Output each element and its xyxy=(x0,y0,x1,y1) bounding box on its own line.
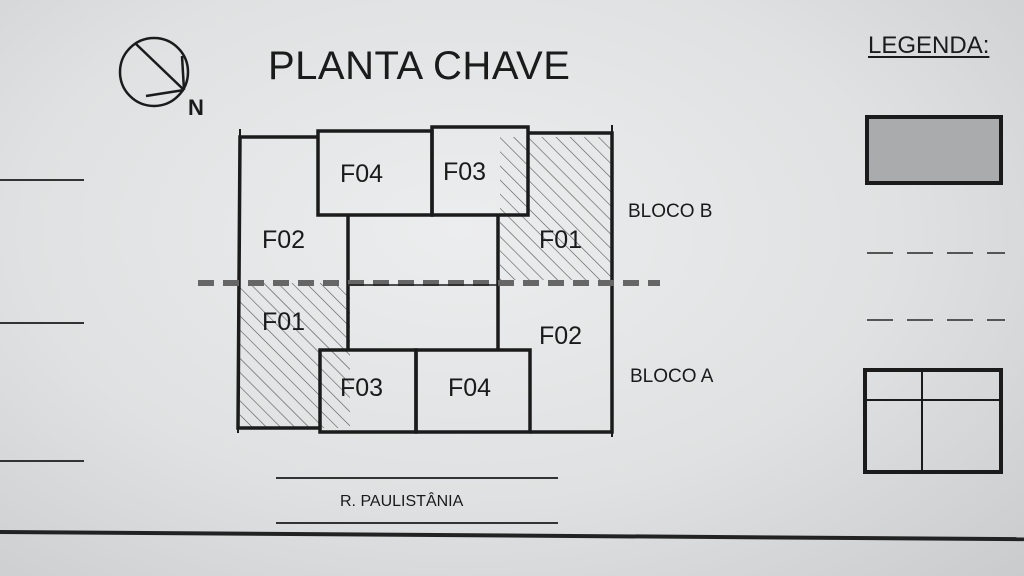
unit-label-bloco-b-f03: F03 xyxy=(443,158,487,186)
left-margin-line-2 xyxy=(0,322,84,324)
bloco-a-label: BLOCO A xyxy=(630,366,714,387)
legend-filled-swatch xyxy=(865,115,1003,185)
unit-label-bloco-b-f01: F01 xyxy=(539,226,583,254)
legend-panel xyxy=(863,115,1005,474)
unit-label-bloco-b-f04: F04 xyxy=(340,160,384,188)
street-line-top xyxy=(276,477,558,479)
hatched-area-bloco-b-f01 xyxy=(500,137,612,280)
bloco-b-label: BLOCO B xyxy=(628,201,713,222)
north-label: N xyxy=(188,95,204,120)
sheet-border-line xyxy=(0,530,1024,542)
hatched-area-bloco-a-f01 xyxy=(238,283,350,428)
page-title: PLANTA CHAVE xyxy=(268,44,571,88)
unit-label-bloco-a-f04: F04 xyxy=(448,374,492,402)
left-margin-line-3 xyxy=(0,460,84,462)
street-line-bottom xyxy=(276,522,558,524)
left-margin-line-1 xyxy=(0,179,84,181)
legend-grid-swatch xyxy=(863,368,1003,474)
key-plan xyxy=(198,125,660,437)
north-arrow-icon xyxy=(118,36,190,108)
unit-label-bloco-a-f02: F02 xyxy=(539,322,583,350)
street-label: R. PAULISTÂNIA xyxy=(340,493,464,510)
unit-label-bloco-b-f02: F02 xyxy=(262,226,306,254)
unit-label-bloco-a-f01: F01 xyxy=(262,308,306,336)
legend-title: LEGENDA: xyxy=(868,32,990,59)
unit-label-bloco-a-f03: F03 xyxy=(340,374,384,402)
